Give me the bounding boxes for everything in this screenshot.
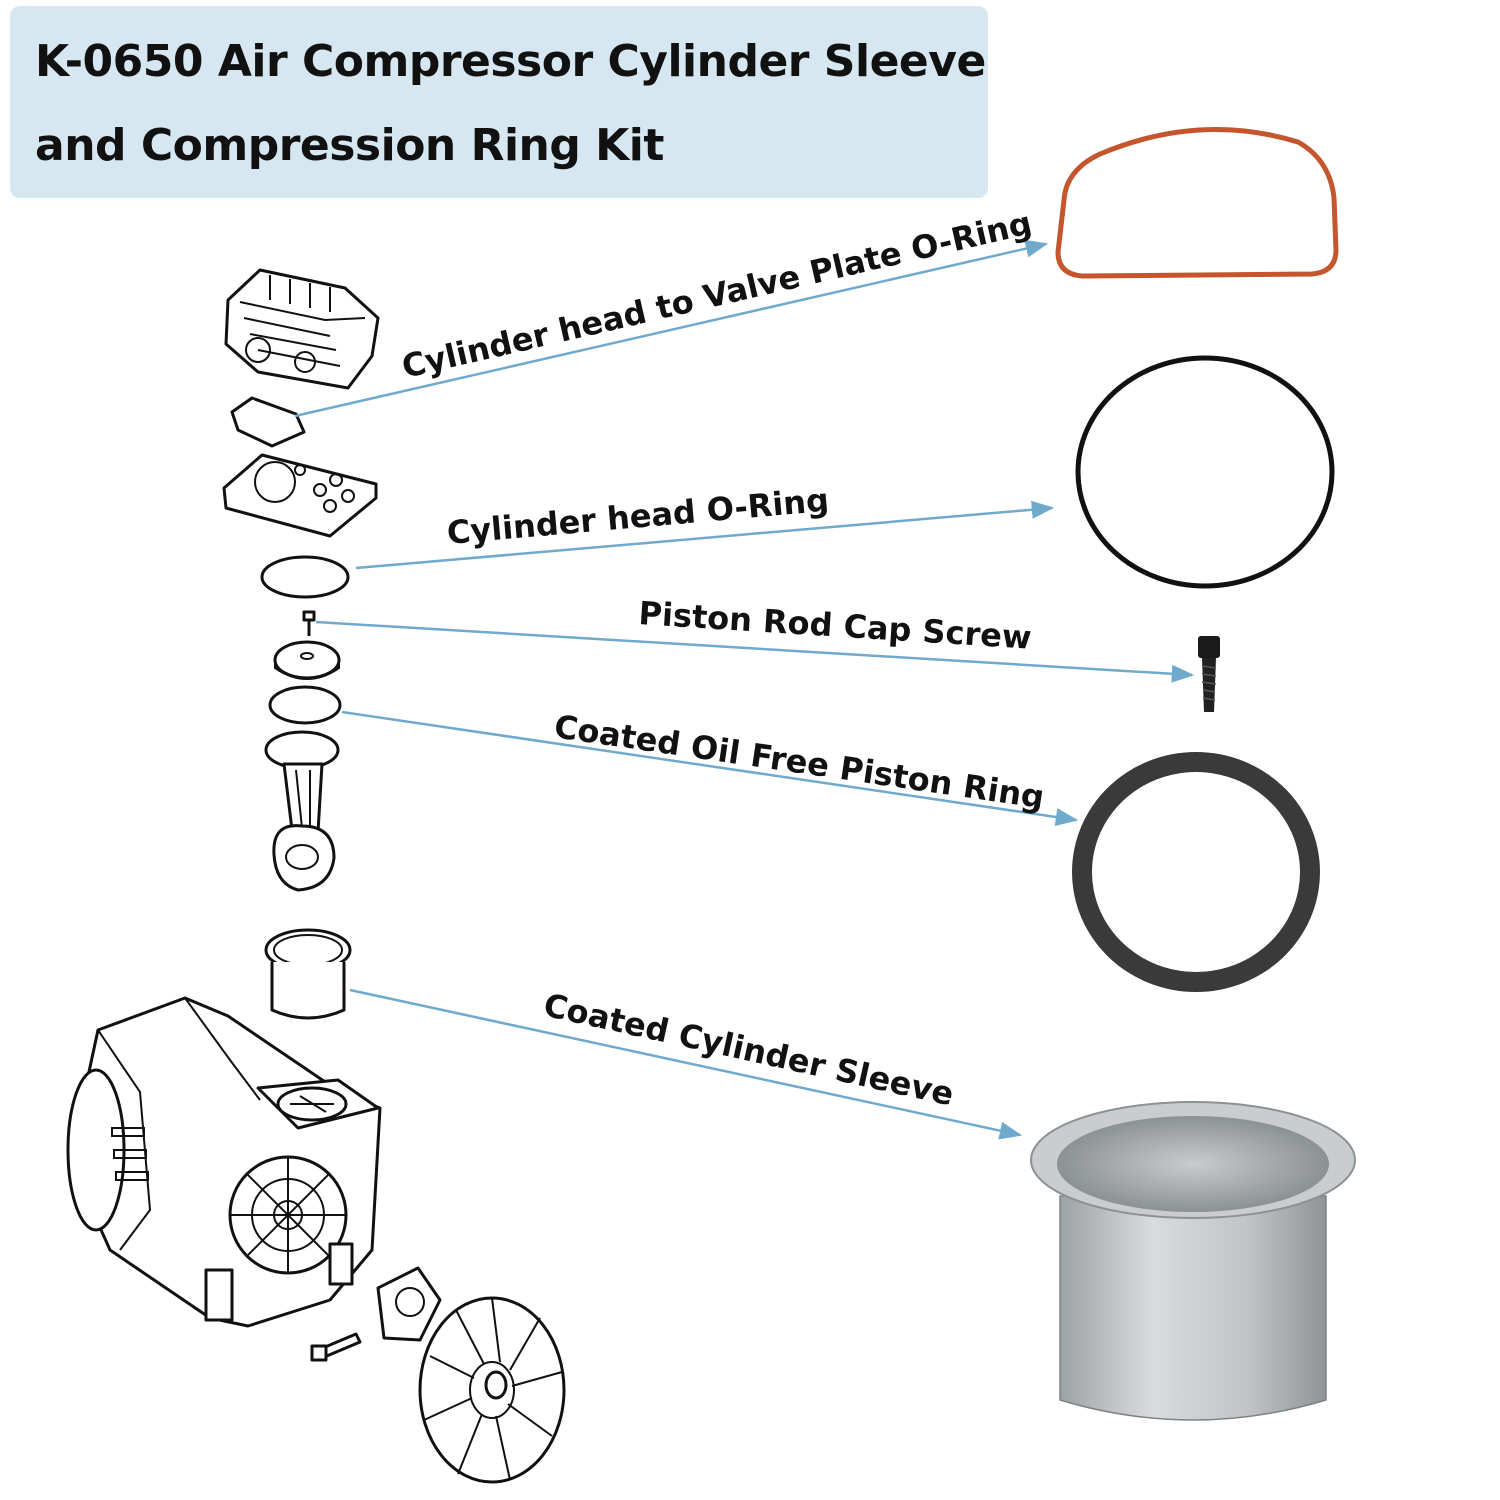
title-line-1: K-0650 Air Compressor Cylinder Sleeve [35,36,986,87]
valve-plate-o-ring-photo [1055,127,1339,279]
eccentric-drawing [376,1266,442,1342]
cap-screw-drawing [302,610,316,636]
label-valve-plate-o-ring: Cylinder head to Valve Plate O-Ring [398,204,1035,386]
cap-screw-photo [1198,636,1220,712]
cylinder-sleeve-drawing [264,928,352,1020]
leader-arrow-valve-plate-o-ring [294,239,1049,418]
label-piston-rod-cap-screw: Piston Rod Cap Screw [637,594,1032,657]
label-piston-ring: Coated Oil Free Piston Ring [552,707,1047,816]
crankcase-motor-drawing [66,996,382,1328]
title-banner: K-0650 Air Compressor Cylinder Sleeve an… [10,6,988,198]
valve-plate-drawing [222,453,378,538]
leader-arrow-cylinder-head-o-ring [355,500,1055,570]
cylinder-head-o-ring-photo [1075,355,1335,589]
fan-bolt-drawing [310,1332,362,1362]
exploded-assembly-drawing [66,268,566,1484]
label-cylinder-head-o-ring: Cylinder head O-Ring [445,481,830,552]
leader-arrow-cylinder-sleeve [349,988,1023,1140]
piston-cap-drawing [273,640,341,680]
label-cylinder-sleeve: Coated Cylinder Sleeve [540,986,957,1114]
piston-ring-photo [1072,752,1320,992]
cylinder-sleeve-photo [1030,1101,1356,1421]
connecting-rod-drawing [264,730,340,892]
o-ring-drawing [260,555,350,599]
piston-ring-drawing [268,685,342,725]
valve-plate-gasket-drawing [230,396,306,448]
cooling-fan-drawing [418,1296,566,1484]
leader-arrow-piston-ring [341,710,1079,826]
cylinder-head-drawing [224,268,380,390]
title-line-2: and Compression Ring Kit [35,120,664,171]
leader-arrow-cap-screw [315,620,1195,683]
